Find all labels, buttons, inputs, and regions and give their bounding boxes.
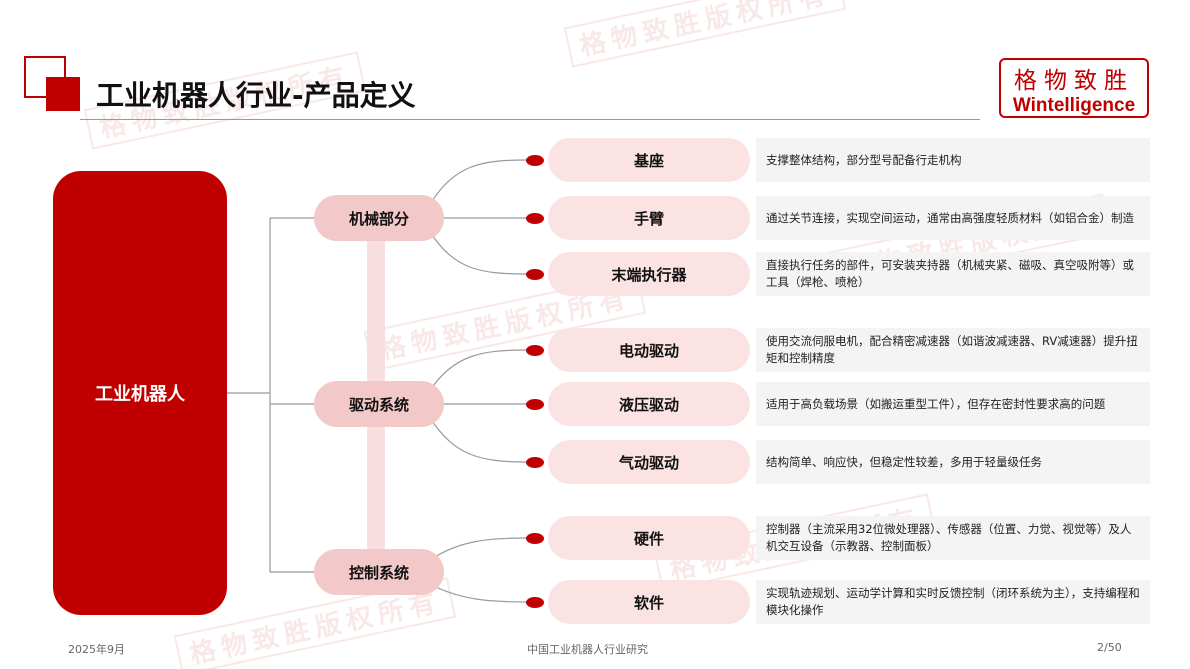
leaf-node-hardware: 硬件 [548, 516, 750, 560]
leaf-dot [526, 269, 544, 280]
category-node-mechanical: 机械部分 [314, 195, 444, 241]
description-text: 实现轨迹规划、运动学计算和实时反馈控制（闭环系统为主），支持编程和模块化操作 [766, 586, 1140, 617]
description-text: 支撑整体结构，部分型号配备行走机构 [766, 152, 962, 167]
leaf-connector [429, 417, 529, 463]
leaf-connector [429, 583, 529, 603]
description-text: 使用交流伺服电机，配合精密减速器（如谐波减速器、RV减速器）提升扭矩和控制精度 [766, 334, 1138, 365]
leaf-label: 末端执行器 [611, 265, 687, 284]
leaf-description: 使用交流伺服电机，配合精密减速器（如谐波减速器、RV减速器）提升扭矩和控制精度 [756, 328, 1150, 372]
leaf-label: 气动驱动 [618, 453, 679, 472]
leaf-dot [526, 213, 544, 224]
leaf-dot [526, 399, 544, 410]
footer-date: 2025年9月 [68, 643, 125, 656]
leaf-label: 液压驱动 [618, 395, 679, 414]
root-node-label: 工业机器人 [95, 384, 185, 405]
description-text: 结构简单、响应快，但稳定性较差，多用于轻量级任务 [766, 454, 1042, 469]
category-label: 机械部分 [348, 209, 409, 228]
title-divider [80, 119, 980, 120]
category-node-control: 控制系统 [314, 549, 444, 595]
logo-english-text: Wintelligence [1012, 95, 1136, 116]
logo-chinese-text: 格物致胜 [1014, 68, 1134, 94]
leaf-dot [526, 155, 544, 166]
leaf-node-base: 基座 [548, 138, 750, 182]
leaf-label: 硬件 [633, 529, 664, 548]
brand-logo: 格物致胜 Wintelligence [999, 58, 1149, 118]
description-text: 通过关节连接，实现空间运动，通常由高强度轻质材料（如铝合金）制造 [766, 210, 1134, 225]
footer-report-title: 中国工业机器人行业研究 [527, 643, 648, 656]
leaf-connector [429, 231, 529, 275]
description-text: 控制器（主流采用32位微处理器）、传感器（位置、力觉、视觉等）及人机交互设备（示… [766, 522, 1132, 553]
leaf-description: 直接执行任务的部件，可安装夹持器（机械夹紧、磁吸、真空吸附等）或工具（焊枪、喷枪… [756, 252, 1150, 296]
leaf-connector [429, 159, 529, 205]
description-text: 适用于高负载场景（如搬运重型工件），但存在密封性要求高的问题 [766, 396, 1106, 411]
leaf-dot [526, 597, 544, 608]
leaf-connector [429, 537, 529, 561]
category-label: 驱动系统 [348, 395, 409, 414]
leaf-description: 结构简单、响应快，但稳定性较差，多用于轻量级任务 [756, 440, 1150, 484]
page-title: 工业机器人行业-产品定义 [96, 79, 416, 112]
leaf-dot [526, 533, 544, 544]
category-node-drive: 驱动系统 [314, 381, 444, 427]
leaf-description: 支撑整体结构，部分型号配备行走机构 [756, 138, 1150, 182]
leaf-connector [429, 349, 529, 391]
leaf-dot [526, 345, 544, 356]
footer-page-number: 2/50 [1097, 641, 1122, 654]
leaf-node-software: 软件 [548, 580, 750, 624]
leaf-label: 电动驱动 [618, 341, 679, 360]
leaf-dot [526, 457, 544, 468]
title-corner-block [46, 77, 80, 111]
leaf-description: 实现轨迹规划、运动学计算和实时反馈控制（闭环系统为主），支持编程和模块化操作 [756, 580, 1150, 624]
leaf-label: 基座 [633, 151, 664, 170]
leaf-description: 通过关节连接，实现空间运动，通常由高强度轻质材料（如铝合金）制造 [756, 196, 1150, 240]
root-node: 工业机器人 [53, 171, 227, 615]
leaf-node-end-effector: 末端执行器 [548, 252, 750, 296]
description-text: 直接执行任务的部件，可安装夹持器（机械夹紧、磁吸、真空吸附等）或工具（焊枪、喷枪… [766, 258, 1134, 289]
leaf-node-hydraulic-drive: 液压驱动 [548, 382, 750, 426]
leaf-label: 软件 [633, 593, 664, 612]
leaf-label: 手臂 [633, 209, 664, 228]
leaf-node-arm: 手臂 [548, 196, 750, 240]
category-label: 控制系统 [348, 563, 409, 582]
leaf-node-pneumatic-drive: 气动驱动 [548, 440, 750, 484]
leaf-description: 适用于高负载场景（如搬运重型工件），但存在密封性要求高的问题 [756, 382, 1150, 426]
leaf-description: 控制器（主流采用32位微处理器）、传感器（位置、力觉、视觉等）及人机交互设备（示… [756, 516, 1150, 560]
leaf-node-electric-drive: 电动驱动 [548, 328, 750, 372]
